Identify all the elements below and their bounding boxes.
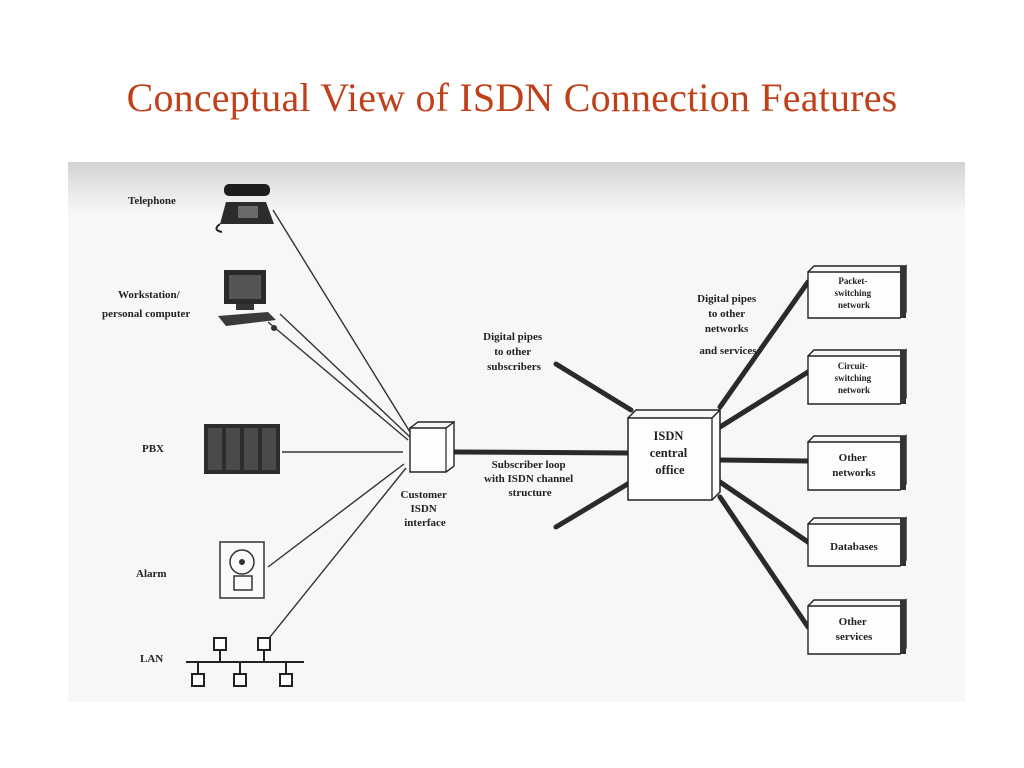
workstation-line xyxy=(279,313,411,438)
lan-label: LAN xyxy=(140,653,163,665)
other-networks-box xyxy=(807,434,907,491)
alarm-label: Alarm xyxy=(136,568,167,580)
lan-line xyxy=(265,467,407,643)
subscriber-pipes-label: Digital pipes to other subscribers xyxy=(483,331,545,373)
customer-interface-box xyxy=(409,420,455,473)
digital-pipes xyxy=(452,279,811,630)
workstation-label-line1: Workstation/ xyxy=(118,289,181,301)
pipe-other-networks xyxy=(717,457,811,464)
telephone-line xyxy=(272,209,411,433)
pipe-packet xyxy=(717,279,811,410)
packet-switching-box xyxy=(807,264,907,319)
central-office-label: ISDN central office xyxy=(650,429,691,477)
central-office-box xyxy=(627,408,721,501)
other-networks-label: Other networks xyxy=(832,452,876,479)
workstation-label-line2: personal computer xyxy=(102,308,190,320)
slide-title: Conceptual View of ISDN Connection Featu… xyxy=(126,75,898,120)
packet-switching-label: Packet- switching network xyxy=(835,276,874,310)
subscriber-pipe-lower xyxy=(553,479,634,530)
isdn-diagram: Telephone Workstation/ personal computer… xyxy=(68,162,965,702)
alarm-icon xyxy=(219,541,265,599)
subscriber-loop-label: Subscriber loop with ISDN channel struct… xyxy=(484,459,576,499)
subscriber-pipe-upper xyxy=(553,361,634,413)
pipe-other-services xyxy=(717,494,811,630)
device-lines xyxy=(265,209,411,643)
workstation-line-2 xyxy=(267,321,409,441)
customer-interface-label: Customer ISDN interface xyxy=(401,489,450,529)
workstation-icon xyxy=(218,270,277,331)
lan-icon xyxy=(186,637,304,687)
diagram-scan-band xyxy=(68,162,965,214)
network-pipes-label: Digital pipes to other networks and serv… xyxy=(697,293,759,357)
other-services-box xyxy=(807,598,907,655)
circuit-switching-box xyxy=(807,348,907,405)
pipe-databases xyxy=(717,479,811,545)
other-services-label: Other services xyxy=(836,616,873,643)
telephone-icon xyxy=(215,184,274,233)
pbx-label: PBX xyxy=(142,443,164,455)
pbx-icon xyxy=(204,424,280,474)
subscriber-loop-pipe xyxy=(452,449,631,456)
databases-box xyxy=(807,516,907,567)
databases-label: Databases xyxy=(830,541,878,553)
alarm-line xyxy=(267,463,405,568)
circuit-switching-label: Circuit- switching network xyxy=(835,361,874,395)
diagram-canvas: Telephone Workstation/ personal computer… xyxy=(102,184,907,687)
telephone-label: Telephone xyxy=(128,195,176,207)
pipe-circuit xyxy=(717,369,811,430)
